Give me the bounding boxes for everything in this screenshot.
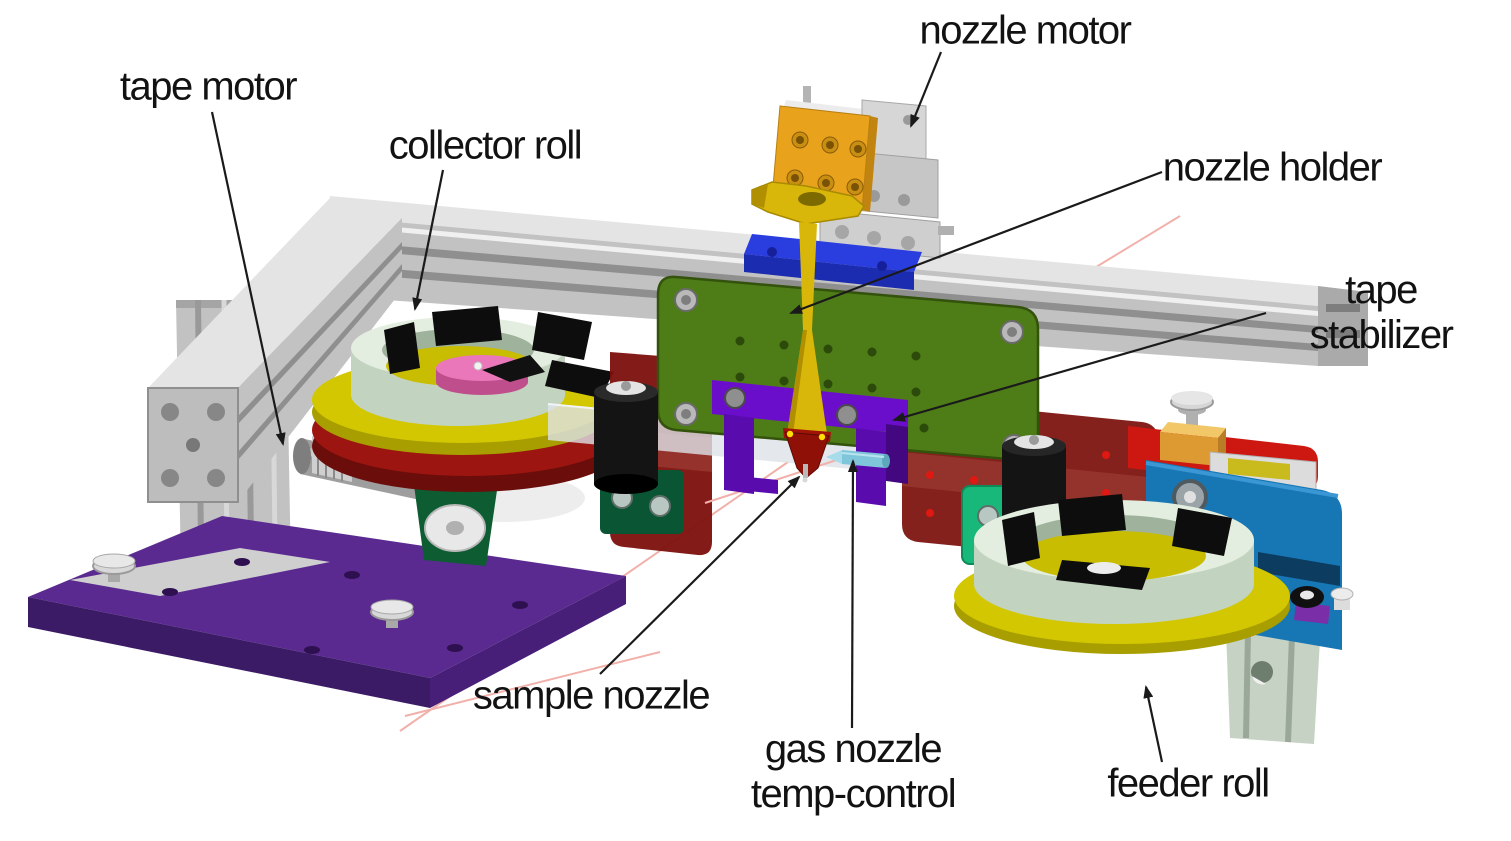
thumbscrew — [370, 599, 414, 628]
nozzle-motor-assembly — [744, 86, 954, 290]
feeder-assembly — [954, 391, 1354, 744]
arrow-collector-roll — [412, 169, 445, 311]
frame-short-beam — [147, 198, 402, 503]
sample-nozzle-tip — [783, 428, 831, 483]
tension-knobs — [1290, 586, 1354, 624]
feeder-roll — [954, 494, 1290, 654]
thumbscrew — [92, 553, 136, 582]
collector-roll-assembly — [312, 306, 624, 492]
feeder-post — [1226, 630, 1320, 744]
tape-clips — [1002, 494, 1232, 590]
arrow-nozzle-holder — [789, 170, 1163, 315]
left-guide-roller — [594, 381, 684, 534]
arrow-tape-stabilizer — [892, 311, 1267, 422]
motor-shaft-face — [424, 504, 486, 552]
post-foot-plate — [70, 548, 330, 596]
arrow-feeder-roll — [1143, 685, 1164, 763]
nozzle-holder-arm — [751, 181, 865, 434]
collector-hub — [436, 355, 545, 395]
arrow-gas-nozzle-temp-control — [847, 459, 858, 729]
arrow-nozzle-motor — [909, 51, 943, 128]
tape-clips — [384, 306, 614, 398]
stage-base-plate — [744, 234, 922, 290]
nozzle-motor-plate — [771, 105, 878, 212]
arrow-tape-motor — [210, 111, 286, 446]
arrow-sample-nozzle — [599, 475, 801, 675]
